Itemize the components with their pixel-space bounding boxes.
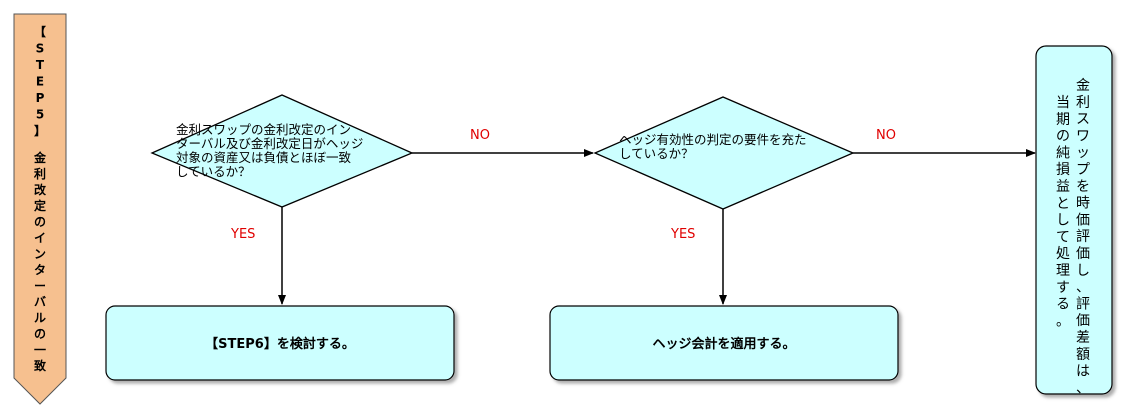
box-fair-value-shape — [1035, 45, 1113, 395]
decision-1-line-4: しているか？ — [176, 164, 251, 179]
box-apply-hedge: ヘッジ会計を適用する。 — [549, 305, 899, 381]
sidebar-title: 金利改定のインターバルの一致 — [33, 150, 47, 373]
decision-1-line-1: 金利スワップの金利改定のイン — [176, 122, 351, 137]
label-no-1: NO — [470, 128, 490, 143]
step-sidebar-shape — [13, 13, 67, 405]
box-step6-text: 【STEP6】を検討する。 — [205, 336, 355, 352]
result-line-2: 当期の純損益として処理する。 — [1056, 95, 1070, 329]
label-no-2: NO — [876, 128, 896, 143]
box-step6: 【STEP6】を検討する。 — [105, 305, 455, 381]
decision-1-line-3: 対象の資産又は負債とほぼ一致 — [176, 150, 352, 165]
decision-2-line-1: ヘッジ有効性の判定の要件を充た — [619, 132, 807, 147]
box-fair-value: 金利スワップを時価評価し、評価差額は、 当期の純損益として処理する。 — [1035, 45, 1113, 396]
decision-1-line-2: ターバル及び金利改定日がヘッジ — [176, 136, 363, 151]
label-yes-2: YES — [670, 227, 695, 242]
result-line-1: 金利スワップを時価評価し、評価差額は、 — [1076, 78, 1090, 396]
box-apply-hedge-text: ヘッジ会計を適用する。 — [652, 336, 795, 352]
decision-interval-match: 金利スワップの金利改定のイン ターバル及び金利改定日がヘッジ 対象の資産又は負債… — [150, 94, 414, 208]
decision-2-line-2: しているか？ — [619, 146, 694, 161]
label-yes-1: YES — [230, 227, 255, 242]
box-step6-shape — [105, 305, 455, 381]
decision-hedge-effectiveness: ヘッジ有効性の判定の要件を充た しているか？ — [593, 96, 855, 210]
box-apply-hedge-shape — [549, 305, 899, 381]
